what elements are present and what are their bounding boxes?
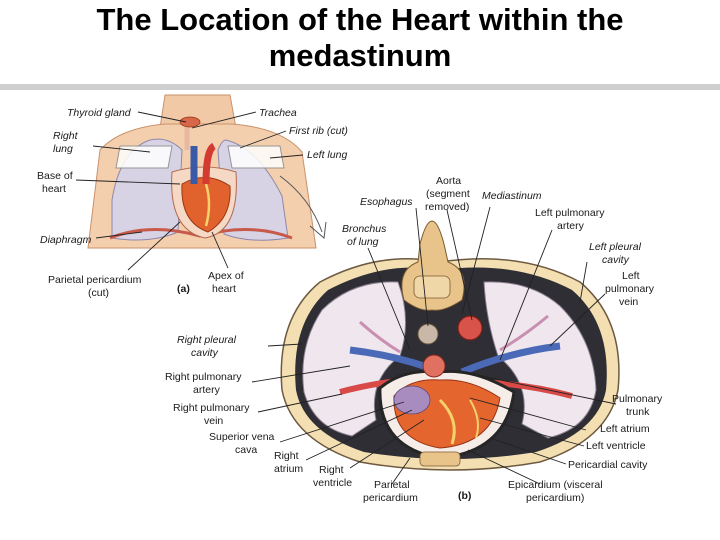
title-divider	[0, 84, 720, 90]
label-right-lung-2: lung	[53, 143, 73, 155]
label-first-rib: First rib (cut)	[289, 125, 348, 137]
label-left-lung: Left lung	[307, 149, 347, 161]
panel-b-labels: Aorta (segment removed) Esophagus Medias…	[165, 175, 663, 504]
label-bronchus-1: Bronchus	[342, 223, 387, 235]
right-lung-section	[302, 281, 407, 437]
label-right-pulm-artery-1: Right pulmonary	[165, 371, 242, 383]
label-apex-1: Apex of	[208, 270, 244, 282]
label-aorta-2: (segment	[426, 188, 470, 200]
label-epicardium-1: Epicardium (visceral	[508, 479, 603, 491]
panel-a-leaders	[75, 111, 304, 271]
label-left-pulm-vein-2: pulmonary	[605, 283, 655, 295]
label-right-pulm-vein-2: vein	[204, 415, 223, 427]
label-parietal-pericardium-a-2: (cut)	[88, 287, 109, 299]
label-right-atrium-1: Right	[274, 450, 299, 462]
panel-b-tag: (b)	[458, 490, 471, 502]
panel-a-tag: (a)	[177, 283, 190, 295]
label-base-of-heart-2: heart	[42, 183, 66, 195]
label-left-pulm-artery-1: Left pulmonary	[535, 207, 605, 219]
esophagus-section	[417, 323, 439, 345]
title-line-2: medastinum	[268, 38, 452, 73]
label-svc-1: Superior vena	[209, 431, 275, 443]
label-right-lung-1: Right	[53, 130, 79, 142]
label-parietal-pericardium-b-2: pericardium	[363, 492, 418, 504]
label-left-pulm-vein-3: vein	[619, 296, 638, 308]
label-bronchus-2: of lung	[347, 236, 379, 248]
label-mediastinum: Mediastinum	[482, 190, 542, 202]
label-right-pleural-1: Right pleural	[177, 334, 237, 346]
label-thyroid-gland: Thyroid gland	[67, 107, 132, 119]
label-parietal-pericardium-b-1: Parietal	[374, 479, 410, 491]
panel-b-illustration	[280, 220, 620, 471]
label-right-atrium-2: atrium	[274, 463, 303, 475]
label-left-pleural-1: Left pleural	[589, 241, 642, 253]
label-aorta-1: Aorta	[436, 175, 461, 187]
title-line-1: The Location of the Heart within the	[96, 2, 624, 37]
label-right-pulm-artery-2: artery	[193, 384, 221, 396]
label-left-pleural-2: cavity	[602, 254, 630, 266]
label-left-pulm-vein-1: Left	[622, 270, 640, 282]
label-right-ventricle-1: Right	[319, 464, 344, 476]
label-left-pulm-artery-2: artery	[557, 220, 585, 232]
panel-a-labels: Thyroid gland Trachea Right lung First r…	[37, 107, 348, 299]
label-pulmonary-trunk-2: trunk	[626, 406, 650, 418]
label-pericardial-cavity: Pericardial cavity	[568, 459, 648, 471]
label-right-ventricle-2: ventricle	[313, 477, 352, 489]
panel-a-illustration	[87, 94, 327, 249]
label-trachea: Trachea	[259, 107, 297, 119]
label-epicardium-2: pericardium)	[526, 492, 584, 504]
left-lung-section	[483, 281, 597, 439]
aorta-section	[457, 315, 483, 341]
label-svc-2: cava	[235, 444, 257, 456]
page-title: The Location of the Heart within the med…	[0, 2, 720, 74]
label-left-ventricle: Left ventricle	[586, 440, 646, 452]
label-parietal-pericardium-a-1: Parietal pericardium	[48, 274, 142, 286]
label-left-atrium: Left atrium	[600, 423, 650, 435]
label-base-of-heart-1: Base of	[37, 170, 73, 182]
label-apex-2: heart	[212, 283, 236, 295]
label-aorta-3: removed)	[425, 201, 469, 213]
panel-b-leaders	[251, 206, 617, 485]
label-right-pulm-vein-1: Right pulmonary	[173, 402, 250, 414]
label-diaphragm: Diaphragm	[40, 234, 92, 246]
label-pulmonary-trunk-1: Pulmonary	[612, 393, 663, 405]
label-esophagus: Esophagus	[360, 196, 413, 208]
label-right-pleural-2: cavity	[191, 347, 219, 359]
